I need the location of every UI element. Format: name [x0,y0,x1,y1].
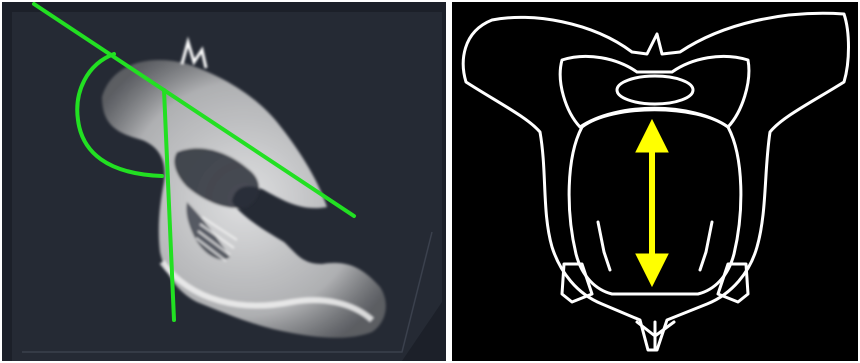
outline-image [452,2,858,361]
right-inner-ridge [700,222,712,270]
ct-scan-panel [2,2,446,361]
ct-scan-image [2,2,446,361]
oval-foramen [617,76,693,104]
outline-panel [452,2,858,361]
right-lower-box [718,264,748,302]
arrow-head-top [636,120,668,152]
left-inner-ridge [598,222,610,270]
arrow-head-bottom [636,254,668,286]
measurement-arrow [636,120,668,286]
skull-outline [463,13,848,350]
upper-arch [560,56,749,127]
outer-outline [463,13,848,350]
left-lower-box [562,264,592,302]
